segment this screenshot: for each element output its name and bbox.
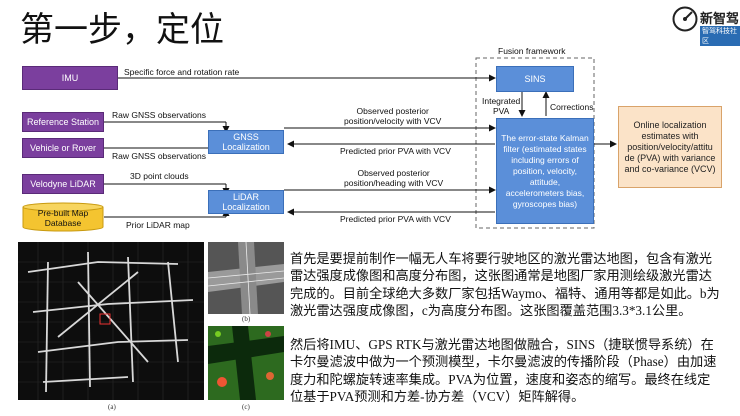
fusion-diagram: Fusion framework IMU Specific force and … — [0, 44, 740, 240]
gnss-localization-box: GNSS Localization — [208, 130, 284, 154]
brand-logo — [672, 6, 734, 42]
velodyne-lidar-box: Velodyne LiDAR — [22, 174, 104, 194]
lidar-localization-box: LiDAR Localization — [208, 190, 284, 214]
figure-a-lidar-map — [18, 242, 204, 400]
point-clouds-label: 3D point clouds — [130, 171, 189, 181]
brand-name: 新智驾 — [700, 11, 740, 26]
intensity-image — [207, 241, 285, 315]
fusion-framework-label: Fusion framework — [498, 46, 566, 56]
prebuilt-map-database: Pre-built Map Database — [22, 202, 104, 232]
observed-lidar-label: Observed posterior position/heading with… — [344, 168, 444, 188]
reference-station-box: Reference Station — [22, 112, 104, 132]
sins-box: SINS — [496, 66, 574, 92]
page-title: 第一步，定位 — [20, 12, 224, 49]
brand-subtitle: 智驾科技社区 — [700, 26, 740, 46]
kalman-filter-box: The error-state Kalman filter (estimated… — [496, 118, 594, 224]
integrated-pva-label: Integrated PVA — [482, 96, 521, 116]
output-box: Online localization estimates with posit… — [618, 106, 722, 188]
figure-b-intensity — [207, 241, 285, 315]
caption-a: (a) — [108, 403, 116, 411]
diagram-arrows — [104, 57, 617, 229]
database-cylinder-icon — [22, 202, 104, 232]
figure-c-height-map — [208, 326, 284, 400]
raw-gnss-label-1: Raw GNSS observations — [112, 110, 207, 120]
caption-c: (c) — [242, 403, 250, 411]
vehicle-rover-box: Vehicle or Rover — [22, 138, 104, 158]
imu-box: IMU — [22, 66, 118, 90]
observed-gnss-label: Observed posterior position/velocity wit… — [344, 106, 442, 126]
corrections-label: Corrections — [550, 102, 594, 112]
paragraph-1: 首先是要提前制作一幅无人车将要行驶地区的激光雷达地图，包含有激光雷达强度成像图和… — [290, 251, 720, 319]
raw-gnss-label-2: Raw GNSS observations — [112, 151, 207, 161]
height-image — [208, 326, 284, 400]
predicted-lidar-label: Predicted prior PVA with VCV — [340, 214, 451, 224]
imu-edge-label: Specific force and rotation rate — [124, 67, 240, 77]
prior-lidar-map-label: Prior LiDAR map — [126, 220, 190, 230]
paragraph-2: 然后将IMU、GPS RTK与激光雷达地图做融合，SINS（捷联惯导系统）在卡尔… — [290, 337, 717, 405]
speedometer-icon — [672, 6, 698, 32]
caption-b: (b) — [242, 315, 251, 323]
predicted-gnss-label: Predicted prior PVA with VCV — [340, 146, 451, 156]
road-network-image — [18, 242, 204, 400]
